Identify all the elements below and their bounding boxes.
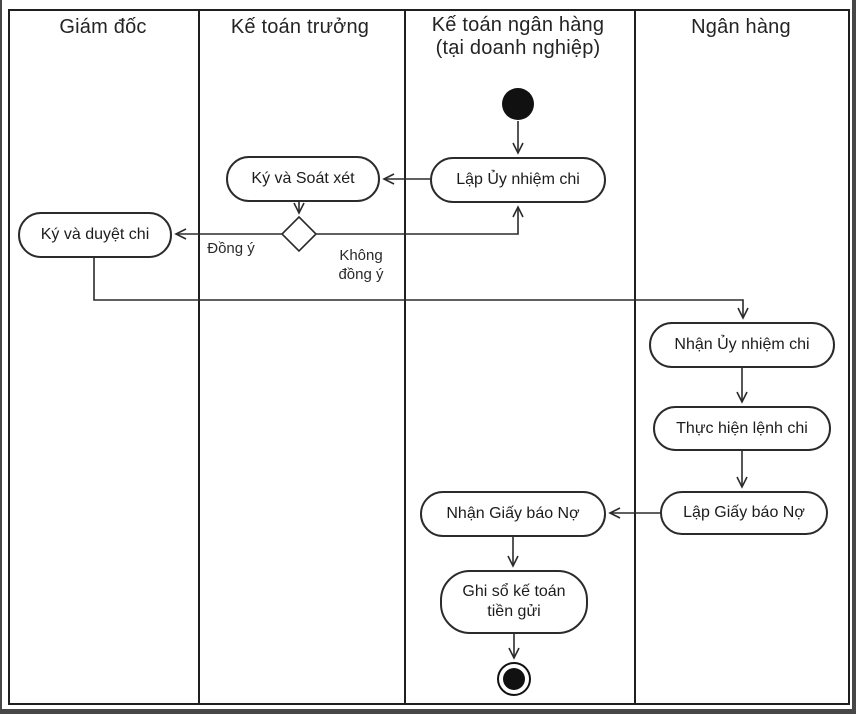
edge-ky-va-duyet-chi-to-nhan-uy-nhiem-chi — [93, 258, 749, 320]
lane-header-label: Giám đốc — [59, 16, 147, 38]
frame-right-edge — [852, 0, 856, 714]
final-node — [497, 662, 531, 696]
lane-header-sublabel: (tại doanh nghiệp) — [435, 37, 601, 59]
action-ky-va-duyet-chi: Ký và duyệt chi — [18, 212, 172, 258]
guard-label-dong-y: Đồng ý — [207, 240, 255, 257]
action-lap-uy-nhiem-chi: Lập Ủy nhiệm chi — [430, 157, 606, 203]
lane-header-label: Ngân hàng — [691, 16, 791, 38]
decision-diamond — [280, 215, 318, 253]
lane-header-label: Kế toán trưởng — [230, 16, 370, 38]
lane-header-ngan-hang: Ngân hàng — [634, 16, 848, 39]
action-nhan-giay-bao-no: Nhận Giấy báo Nợ — [420, 491, 606, 537]
lane-header-ke-toan-ngan-hang: Kế toán ngân hàng (tại doanh nghiệp) — [404, 14, 632, 60]
initial-node — [502, 88, 534, 120]
lane-header-giam-doc: Giám đốc — [10, 16, 196, 39]
action-ky-va-soat-xet: Ký và Soát xét — [226, 156, 380, 202]
frame-bottom-edge — [0, 709, 856, 714]
lane-divider-3 — [634, 11, 636, 703]
frame-left-edge — [0, 0, 2, 714]
action-nhan-uy-nhiem-chi: Nhận Ủy nhiệm chi — [649, 322, 835, 368]
action-thuc-hien-lenh-chi: Thực hiện lệnh chi — [653, 406, 831, 451]
lane-divider-2 — [404, 11, 406, 703]
action-lap-giay-bao-no: Lập Giấy báo Nợ — [660, 491, 828, 535]
lane-header-label: Kế toán ngân hàng — [431, 14, 605, 36]
lane-divider-1 — [198, 11, 200, 703]
edge-decision-to-lap-uy-nhiem-chi — [316, 205, 524, 235]
action-ghi-so-ke-toan-tien-gui: Ghi sổ kế toán tiền gửi — [440, 570, 588, 634]
lane-header-ke-toan-truong: Kế toán trưởng — [198, 16, 402, 39]
guard-label-khong-dong-y: Không đồng ý — [338, 247, 384, 283]
